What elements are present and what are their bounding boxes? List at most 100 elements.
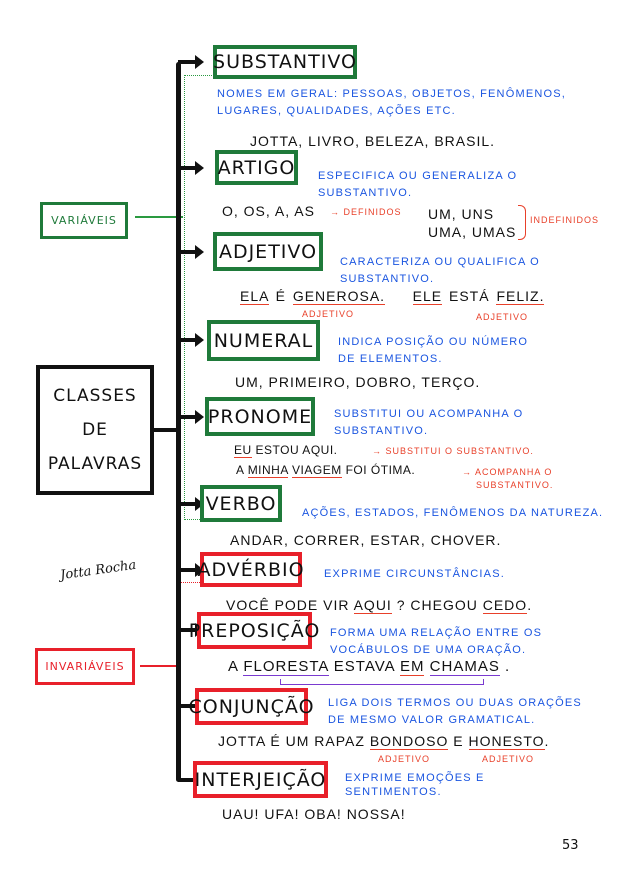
arrow-icon bbox=[178, 497, 204, 511]
example-word: BONDOSO bbox=[369, 733, 449, 750]
note: → DEFINIDOS bbox=[330, 207, 402, 217]
class-label: ADJETIVO bbox=[218, 240, 318, 263]
class-conjuncao: CONJUNÇÃO bbox=[188, 688, 314, 725]
definition-line: LUGARES, QUALIDADES, AÇÕES ETC. bbox=[217, 105, 456, 117]
definition: INDICA POSIÇÃO OU NÚMERO DE ELEMENTOS. bbox=[338, 334, 528, 368]
example-word: ESTÁ bbox=[449, 288, 490, 304]
definition: SUBSTITUI OU ACOMPANHA O SUBSTANTIVO. bbox=[334, 406, 523, 440]
class-label: CONJUNÇÃO bbox=[188, 695, 315, 718]
example-word: CHAMAS bbox=[429, 658, 500, 676]
example-word: EU bbox=[234, 443, 252, 458]
note: ADJETIVO bbox=[302, 309, 355, 319]
example-word: MINHA bbox=[247, 463, 289, 478]
arrow-icon bbox=[178, 161, 204, 175]
class-artigo: ARTIGO bbox=[215, 150, 298, 185]
example-line: UM, UNS bbox=[428, 206, 495, 222]
definition-line: SUBSTITUI OU ACOMPANHA O bbox=[334, 408, 524, 420]
example-word: É bbox=[275, 288, 286, 304]
example-word: ESTAVA bbox=[333, 658, 395, 675]
signature: Jotta Rocha bbox=[59, 557, 138, 584]
class-preposicao: PREPOSIÇÃO bbox=[189, 612, 319, 649]
example: UAU! UFA! OBA! NOSSA! bbox=[222, 806, 406, 822]
definition-line: FORMA UMA RELAÇÃO ENTRE OS bbox=[330, 627, 543, 639]
example: JOTTA, LIVRO, BELEZA, BRASIL. bbox=[250, 133, 496, 149]
example-word: VIAGEM bbox=[292, 463, 342, 478]
example-word: FELIZ. bbox=[496, 288, 545, 305]
group-invariable: INVARIÁVEIS bbox=[35, 648, 135, 685]
invariable-link bbox=[140, 665, 180, 667]
example: A FLORESTA ESTAVA EM CHAMAS . bbox=[228, 658, 511, 676]
class-substantivo: SUBSTANTIVO bbox=[213, 45, 357, 79]
example-word: GENEROSA. bbox=[292, 288, 386, 305]
definition-line: ESPECIFICA OU GENERALIZA O bbox=[318, 170, 518, 182]
example-word: ESTOU AQUI. bbox=[255, 443, 338, 457]
definition: NOMES EM GERAL: PESSOAS, OBJETOS, FENÔME… bbox=[217, 86, 566, 120]
example: ELA É GENEROSA. ELE ESTÁ FELIZ. bbox=[240, 288, 545, 305]
example-word: CEDO bbox=[482, 597, 528, 614]
definition-line: AÇÕES, ESTADOS, FENÔMENOS DA NATUREZA. bbox=[302, 507, 604, 519]
example: O, OS, A, AS bbox=[222, 203, 315, 219]
group-variable: VARIÁVEIS bbox=[40, 202, 128, 239]
note-label: SUBSTITUI O SUBSTANTIVO. bbox=[385, 446, 534, 456]
group-variable-label: VARIÁVEIS bbox=[51, 214, 117, 227]
arrow-icon bbox=[178, 245, 204, 259]
definition-line: SUBSTANTIVO. bbox=[334, 425, 429, 437]
example: A MINHA VIAGEM FOI ÓTIMA. bbox=[236, 463, 416, 478]
definition-line: SUBSTANTIVO. bbox=[318, 187, 413, 199]
brace bbox=[518, 205, 526, 240]
example-word: EM bbox=[399, 658, 425, 676]
example-word: VOCÊ PODE VIR bbox=[226, 597, 350, 613]
example: EU ESTOU AQUI. bbox=[234, 443, 338, 458]
example-word: ? CHEGOU bbox=[396, 597, 478, 613]
class-label: ARTIGO bbox=[217, 156, 296, 179]
note: INDEFINIDOS bbox=[530, 215, 600, 225]
arrow-icon bbox=[178, 410, 204, 424]
variable-connector bbox=[184, 75, 214, 520]
definition: ESPECIFICA OU GENERALIZA O SUBSTANTIVO. bbox=[318, 168, 517, 202]
example-line: UMA, UMAS bbox=[428, 224, 517, 240]
arrow-icon bbox=[178, 333, 204, 347]
example-word: FLORESTA bbox=[243, 658, 329, 676]
example: ANDAR, CORRER, ESTAR, CHOVER. bbox=[230, 532, 502, 548]
definition-line: INDICA POSIÇÃO OU NÚMERO bbox=[338, 336, 529, 348]
example-word: . bbox=[505, 658, 511, 675]
main-spine bbox=[176, 62, 181, 782]
example-word: . bbox=[544, 733, 550, 749]
example-word: ELE bbox=[412, 288, 443, 305]
example-word: AQUI bbox=[353, 597, 392, 614]
definition: FORMA UMA RELAÇÃO ENTRE OS VOCÁBULOS DE U… bbox=[330, 625, 542, 659]
example-word: HONESTO bbox=[468, 733, 545, 750]
definition-line: EXPRIME EMOÇÕES E bbox=[345, 772, 485, 784]
note: ADJETIVO bbox=[482, 754, 535, 764]
main-title-line: CLASSES bbox=[53, 386, 137, 406]
main-title-line: PALAVRAS bbox=[47, 454, 143, 474]
example-word: FOI ÓTIMA. bbox=[345, 463, 416, 477]
example-word: A bbox=[228, 658, 239, 675]
definition-line: DE ELEMENTOS. bbox=[338, 353, 443, 365]
example-word: ELA bbox=[240, 288, 269, 305]
note: ADJETIVO bbox=[378, 754, 431, 764]
class-label: ADVÉRBIO bbox=[197, 558, 305, 581]
class-label: PRONOME bbox=[207, 405, 313, 428]
note-label: ACOMPANHA O bbox=[475, 467, 553, 477]
class-adjetivo: ADJETIVO bbox=[213, 232, 323, 271]
class-label: SUBSTANTIVO bbox=[213, 51, 357, 73]
arrow-icon bbox=[178, 55, 204, 69]
main-title-line: DE bbox=[82, 420, 108, 440]
class-adverbio: ADVÉRBIO bbox=[197, 552, 305, 587]
class-numeral: NUMERAL bbox=[207, 320, 320, 361]
note-label: DEFINIDOS bbox=[343, 207, 402, 217]
example: JOTTA É UM RAPAZ BONDOSO E HONESTO. bbox=[218, 733, 550, 750]
definition-line: CARACTERIZA OU QUALIFICA O bbox=[340, 256, 540, 268]
definition-line: EXPRIME CIRCUNSTÂNCIAS. bbox=[324, 568, 506, 580]
class-interjeicao: INTERJEIÇÃO bbox=[193, 761, 328, 798]
class-label: VERBO bbox=[205, 492, 277, 515]
class-label: INTERJEIÇÃO bbox=[194, 768, 327, 791]
relation-bracket bbox=[280, 679, 484, 685]
main-title-box: CLASSES DE PALAVRAS bbox=[36, 365, 154, 495]
definition-line: VOCÁBULOS DE UMA ORAÇÃO. bbox=[330, 644, 527, 656]
